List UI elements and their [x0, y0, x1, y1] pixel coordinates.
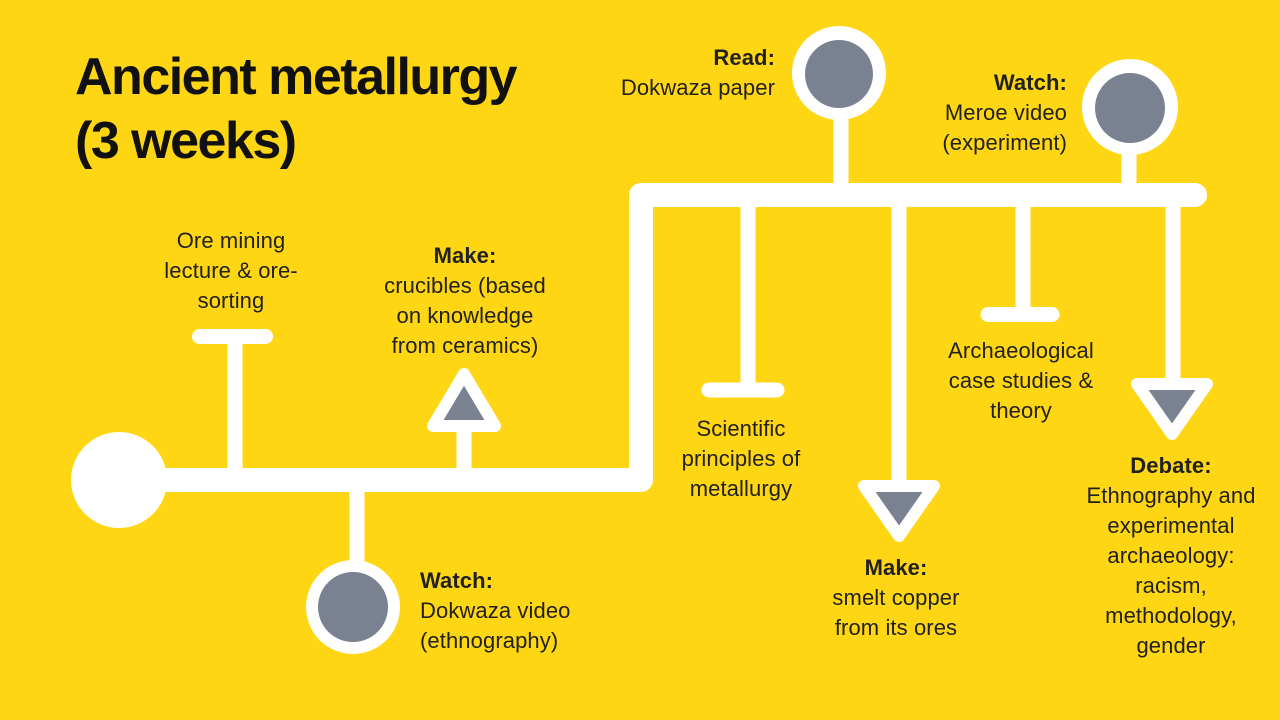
page-title: Ancient metallurgy (3 weeks) [75, 45, 635, 173]
smelt-copper-down-triangle-marker [858, 480, 940, 542]
label-line: methodology, [1105, 603, 1237, 628]
label-heading: Make: [864, 555, 928, 580]
label-line: metallurgy [689, 476, 793, 501]
label-scientific-principles: Scientific principles of metallurgy [611, 414, 871, 504]
label-read-dokwaza: Read: Dokwaza paper [515, 43, 775, 103]
label-line: (experiment) [942, 130, 1067, 155]
label-heading: Read: [713, 45, 775, 70]
label-line: gender [1136, 633, 1206, 658]
label-line: Scientific [696, 416, 786, 441]
label-line: on knowledge [396, 303, 534, 328]
label-line: Dokwaza paper [620, 75, 775, 100]
label-line: from ceramics) [391, 333, 539, 358]
label-line: Meroe video [944, 100, 1067, 125]
start-node-marker [71, 432, 167, 528]
label-make-smelt: Make: smelt copper from its ores [766, 553, 1026, 643]
label-line: experimental [1107, 513, 1235, 538]
label-line: smelt copper [832, 585, 960, 610]
timeline-path [107, 183, 1207, 492]
label-archaeological: Archaeological case studies & theory [891, 336, 1151, 426]
label-line: Dokwaza video [420, 598, 571, 623]
label-line: archaeology: [1107, 543, 1235, 568]
label-heading: Watch: [420, 568, 494, 593]
label-line: racism, [1135, 573, 1207, 598]
label-line: principles of [681, 446, 801, 471]
label-make-crucibles: Make: crucibles (based on knowledge from… [335, 241, 595, 361]
label-line: Ore mining [176, 228, 286, 253]
label-debate: Debate: Ethnography and experimental arc… [1041, 451, 1280, 661]
label-line: sorting [197, 288, 265, 313]
label-heading: Watch: [993, 70, 1067, 95]
label-line: theory [990, 398, 1052, 423]
page-title-line: (3 weeks) [75, 112, 297, 170]
page-title-line: Ancient metallurgy [75, 48, 518, 106]
meroe-video-marker [1095, 73, 1165, 143]
label-line: lecture & ore- [164, 258, 298, 283]
dokwaza-video-marker [318, 572, 388, 642]
label-line: from its ores [834, 615, 958, 640]
label-line: Ethnography and [1086, 483, 1256, 508]
label-line: case studies & [948, 368, 1094, 393]
label-line: (ethnography) [420, 628, 559, 653]
read-paper-marker [805, 40, 873, 108]
label-heading: Debate: [1130, 453, 1212, 478]
label-watch-meroe: Watch: Meroe video (experiment) [807, 68, 1067, 158]
crucibles-up-triangle-marker [427, 368, 501, 432]
label-line: crucibles (based [384, 273, 546, 298]
label-watch-dokwaza: Watch: Dokwaza video (ethnography) [420, 566, 680, 656]
label-line: Archaeological [948, 338, 1094, 363]
debate-down-triangle-marker [1131, 378, 1213, 440]
label-heading: Make: [433, 243, 497, 268]
label-ore-mining: Ore mining lecture & ore- sorting [121, 226, 341, 316]
